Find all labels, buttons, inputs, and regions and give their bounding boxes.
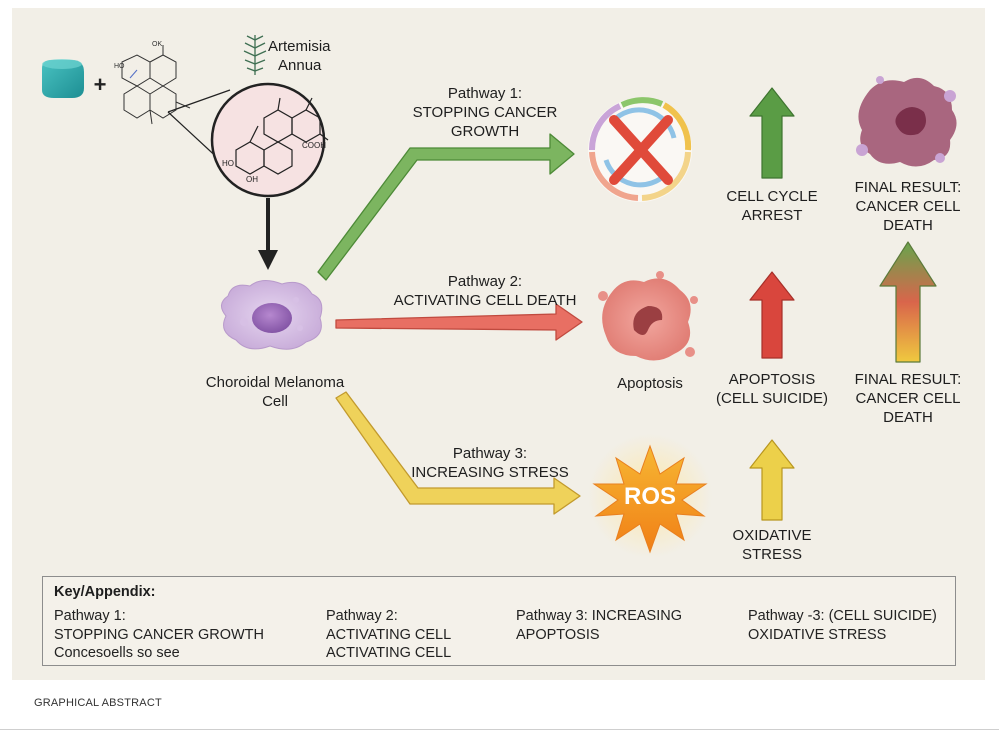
cell-cycle-arrest-label: CELL CYCLE ARREST	[712, 187, 832, 225]
key-col1-line1: Pathway 1:	[54, 608, 126, 624]
capsule-icon	[42, 59, 84, 98]
oxidative-up-arrow	[749, 439, 795, 521]
cell-cycle-line2: ARREST	[741, 207, 803, 224]
footer-label: GRAPHICAL ABSTRACT	[34, 697, 162, 709]
oxidative-stress-label: OXIDATIVE STRESS	[712, 526, 832, 564]
plant-name-line2: Annua	[278, 57, 322, 74]
down-arrow-head	[258, 250, 278, 270]
oxidative-line2: STRESS	[741, 546, 802, 563]
key-col1-line3: Concesoells so see	[54, 645, 180, 661]
pathway-2-title: Pathway 2:	[447, 273, 523, 290]
apoptosis-outcome-line1: APOPTOSIS	[728, 371, 816, 388]
key-column-1: Pathway 1: STOPPING CANCER GROWTH Conces…	[54, 607, 264, 663]
key-col2-line3: ACTIVATING CELL	[326, 645, 452, 661]
abstract-panel	[12, 8, 985, 680]
ros-label: ROS	[623, 483, 676, 510]
pathway-3-arrow	[335, 391, 581, 515]
plus-sign: +	[94, 72, 107, 97]
key-col4-line2: OXIDATIVE STRESS	[748, 626, 887, 643]
melanoma-cell-illustration	[221, 280, 323, 350]
pathway-1-label: Pathway 1: STOPPING CANCER GROWTH	[400, 84, 570, 141]
cell-cycle-blocked-icon	[588, 97, 692, 202]
mol-label-ho: HO	[114, 63, 125, 70]
ros-burst-icon	[588, 434, 712, 558]
pathway-1-title: Pathway 1:	[447, 85, 523, 102]
molecule-sketch	[121, 45, 191, 125]
final-result-up-arrow	[879, 241, 937, 363]
mol-label-ho-zoom: HO	[222, 159, 234, 168]
key-column-2: Pathway 2: ACTIVATING CELL ACTIVATING CE…	[326, 607, 451, 663]
melanoma-cell-label-line1: Choroidal Melanoma	[205, 374, 345, 391]
key-col3-line1: Pathway 3: INCREASING	[516, 608, 682, 624]
artemisia-plant-icon	[243, 35, 267, 75]
key-col2-line2: ACTIVATING CELL	[326, 626, 452, 643]
melanoma-cell-label: Choroidal Melanoma Cell	[180, 373, 370, 411]
final-result-top-line3: DEATH	[883, 217, 933, 234]
melanoma-cell-label-line2: Cell	[262, 393, 288, 410]
apoptosis-outcome-label: APOPTOSIS (CELL SUICIDE)	[702, 370, 842, 408]
key-col2-line1: Pathway 2:	[326, 608, 398, 624]
cell-cycle-line1: CELL CYCLE	[726, 188, 818, 205]
bottom-divider	[0, 729, 999, 730]
key-col3-line2: APOPTOSIS	[516, 626, 600, 643]
apoptosis-cell-illustration	[598, 271, 698, 361]
apoptosis-up-arrow	[749, 271, 795, 359]
molecule-zoom-circle: HO OH COOH	[210, 82, 329, 198]
pathway-3-title: Pathway 3:	[452, 445, 528, 462]
key-appendix-box: Key/Appendix: Pathway 1: STOPPING CANCER…	[42, 576, 956, 666]
key-column-3: Pathway 3: INCREASING APOPTOSIS	[516, 607, 682, 644]
key-col4-line1: Pathway -3: (CELL SUICIDE)	[748, 608, 937, 624]
pathway-2-subtitle-line1: ACTIVATING CELL DEATH	[393, 292, 577, 309]
mol-label-cooh: COOH	[302, 141, 326, 150]
plant-label: Artemisia Annua	[268, 37, 358, 75]
mol-label-ok: OK	[152, 41, 162, 48]
key-col1-line2: STOPPING CANCER GROWTH	[54, 626, 264, 643]
pathway-1-subtitle-line2: GROWTH	[450, 123, 520, 140]
dead-cancer-cell-illustration	[856, 76, 957, 167]
pathway-3-subtitle-line1: INCREASING STRESS	[411, 464, 569, 481]
footer-bar: GRAPHICAL ABSTRACT	[12, 680, 985, 727]
final-result-top-line2: CANCER CELL	[855, 198, 961, 215]
final-result-label-bottom: FINAL RESULT: CANCER CELL DEATH	[840, 370, 976, 427]
plant-name-line1: Artemisia	[268, 38, 331, 55]
mol-label-oh-zoom: OH	[246, 175, 258, 184]
final-result-bottom-line1: FINAL RESULT:	[854, 371, 962, 388]
final-result-label-top: FINAL RESULT: CANCER CELL DEATH	[840, 178, 976, 235]
apoptosis-label: Apoptosis	[617, 375, 683, 392]
pathway-3-label: Pathway 3: INCREASING STRESS	[400, 444, 580, 482]
zoom-line-top	[167, 89, 231, 113]
pathway-1-arrow	[317, 133, 575, 281]
key-column-4: Pathway -3: (CELL SUICIDE) OXIDATIVE STR…	[748, 607, 937, 644]
cell-cycle-up-arrow	[749, 87, 795, 179]
pathway-1-subtitle-line1: STOPPING CANCER	[412, 104, 558, 121]
final-result-bottom-line2: CANCER CELL	[855, 390, 961, 407]
pathway-2-arrow	[335, 303, 583, 341]
key-title: Key/Appendix:	[54, 584, 156, 600]
final-result-top-line1: FINAL RESULT:	[854, 179, 962, 196]
final-result-bottom-line3: DEATH	[883, 409, 933, 426]
apoptosis-outcome-line2: (CELL SUICIDE)	[716, 390, 828, 407]
pathway-2-label: Pathway 2: ACTIVATING CELL DEATH	[380, 272, 590, 310]
oxidative-line1: OXIDATIVE	[732, 527, 812, 544]
